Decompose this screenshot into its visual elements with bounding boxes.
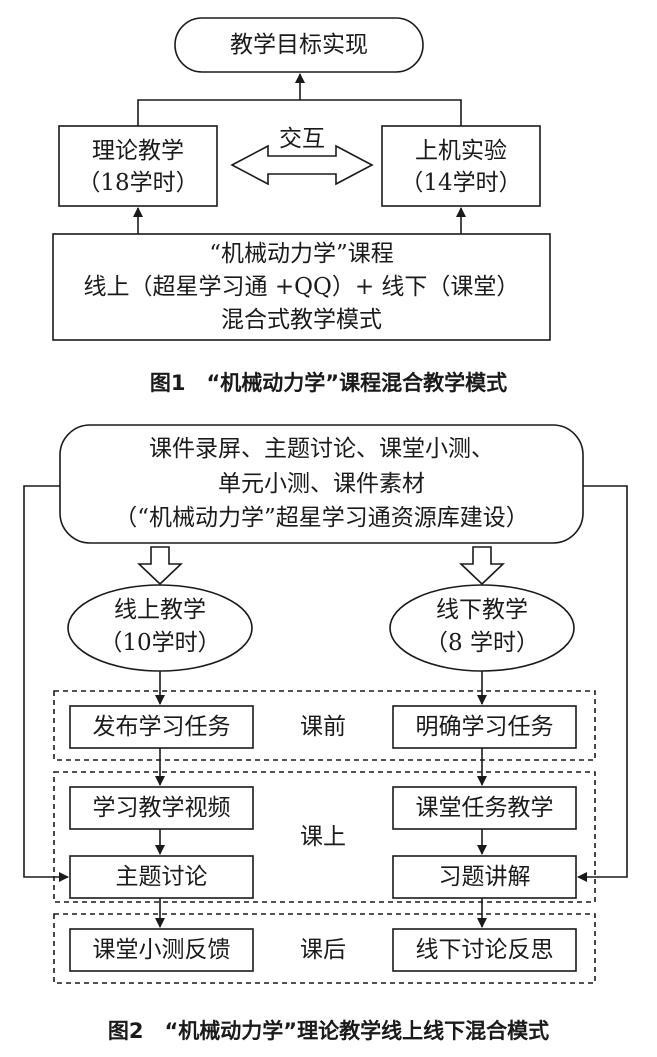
hollow-arrow-offline [459, 546, 505, 586]
phase-before-label: 课前 [300, 714, 346, 740]
arrow-resources-to-explain [577, 485, 628, 882]
theory-label: 理论教学 [92, 138, 184, 164]
base-mode: 混合式教学模式 [221, 307, 382, 333]
release-task-label: 发布学习任务 [92, 714, 231, 740]
online-hours: （10学时） [99, 630, 221, 656]
lab-hours: （14学时） [400, 170, 522, 196]
topic-label: 主题讨论 [115, 864, 208, 890]
connector-to-goal [137, 74, 462, 126]
clarify-task-label: 明确学习任务 [415, 714, 554, 740]
base-title: “机械动力学”课程 [209, 241, 394, 267]
hollow-arrow-online [137, 546, 183, 586]
reflect-label: 线下讨论反思 [415, 937, 554, 963]
resources-line3: （“机械动力学”超星学习通资源库建设） [114, 505, 529, 531]
base-box [52, 233, 551, 341]
video-box [69, 786, 254, 830]
goal-label: 教学目标实现 [230, 32, 368, 58]
release-task-box [69, 705, 254, 749]
figure1-caption: 图1 “机械动力学”课程混合教学模式 [149, 371, 508, 395]
online-label: 线上教学 [114, 597, 206, 623]
class-task-box [392, 786, 577, 830]
lab-label: 上机实验 [415, 138, 507, 164]
phase-after-frame [53, 913, 596, 984]
phase-after-label: 课后 [300, 937, 346, 963]
offline-hours: （8 学时） [425, 630, 539, 656]
explain-label: 习题讲解 [438, 864, 531, 890]
phase-during-frame [53, 771, 596, 903]
topic-box [69, 855, 254, 899]
phase-before-frame [53, 690, 596, 761]
figure2-caption: 图2 “机械动力学”理论教学线上线下混合模式 [107, 1019, 550, 1043]
exchange-double-arrow [230, 144, 374, 186]
quiz-label: 课堂小测反馈 [92, 937, 231, 963]
clarify-task-box [392, 705, 577, 749]
phase-during-label: 课上 [300, 824, 346, 850]
exchange-label: 交互 [279, 126, 325, 152]
class-task-label: 课堂任务教学 [415, 795, 554, 821]
offline-label: 线下教学 [436, 597, 528, 623]
base-channels: 线上（超星学习通 +QQ）+ 线下（课堂） [83, 274, 520, 300]
resources-line2: 单元小测、课件素材 [218, 471, 425, 497]
explain-box [392, 855, 577, 899]
resources-line1: 课件录屏、主题讨论、课堂小测、 [149, 436, 494, 462]
resources-box [59, 424, 584, 544]
reflect-box [392, 928, 577, 972]
arrow-resources-to-topic [23, 485, 69, 882]
quiz-box [69, 928, 254, 972]
video-label: 学习教学视频 [92, 795, 231, 821]
theory-hours: （18学时） [77, 170, 199, 196]
